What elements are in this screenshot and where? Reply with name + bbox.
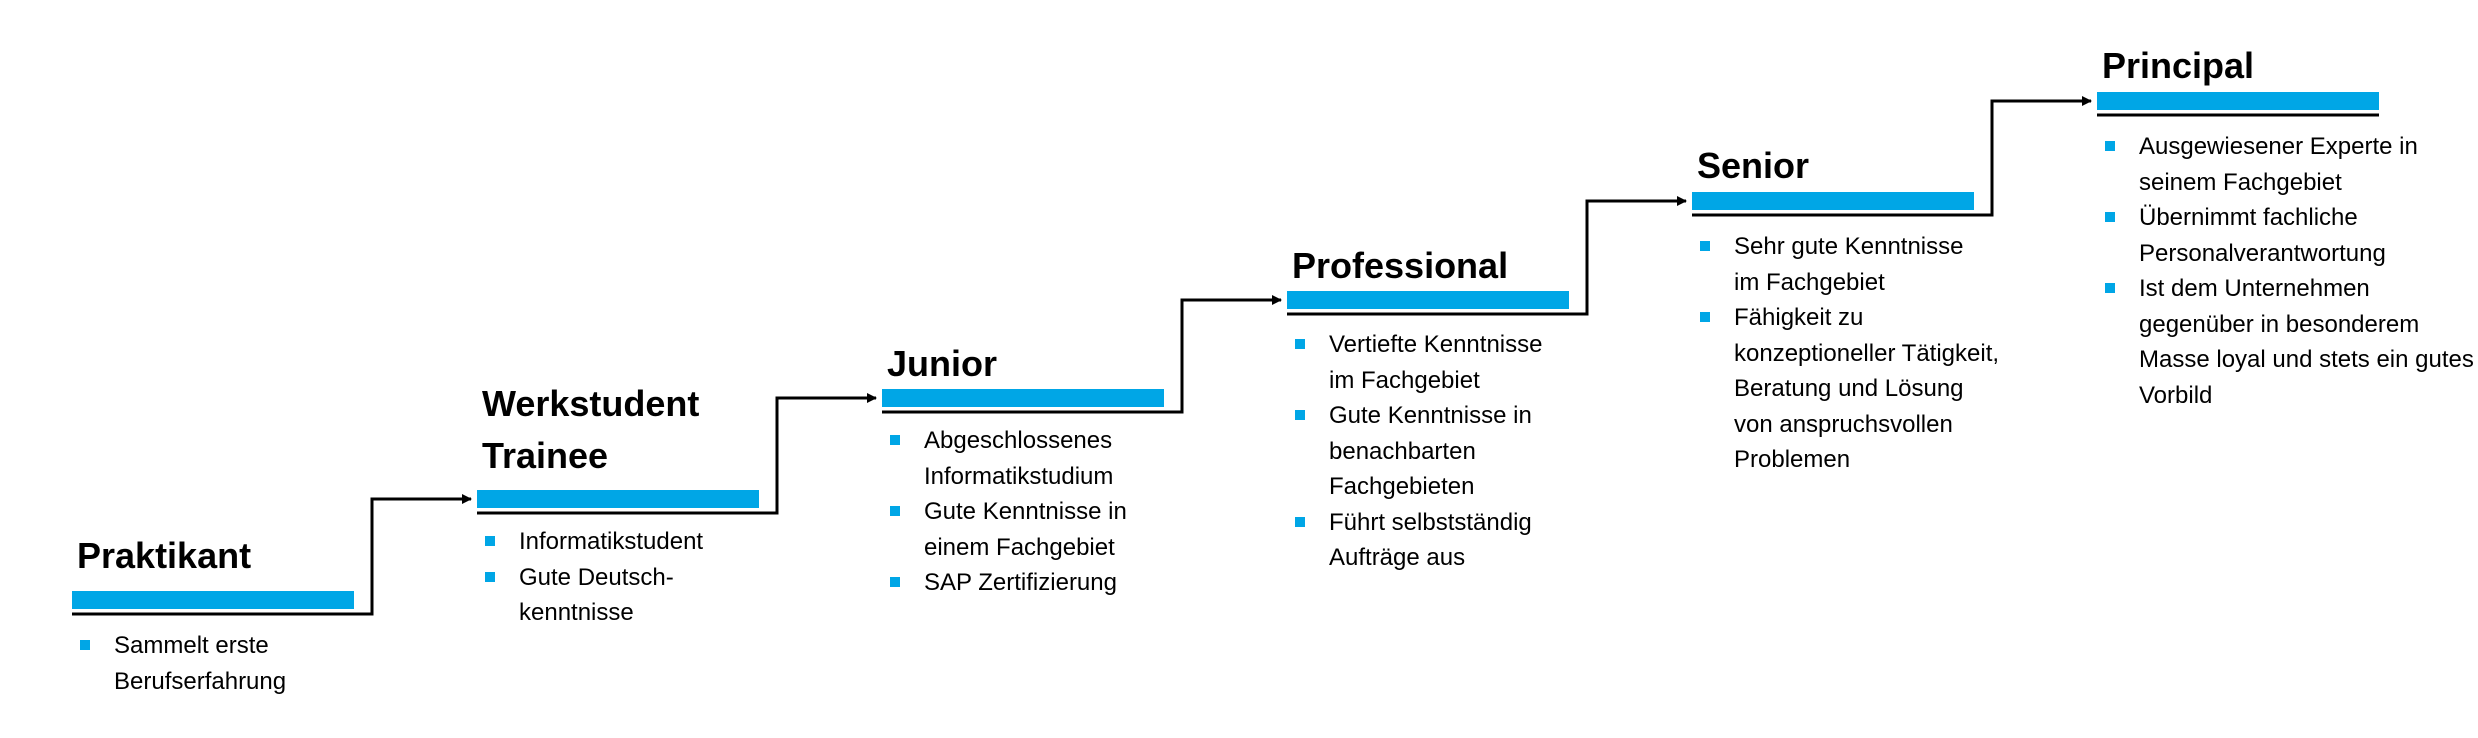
list-item-text: Übernimmt fachliche Personalverantwortun… — [2139, 204, 2386, 267]
stage-title: Junior — [887, 338, 997, 390]
stage-bar — [72, 591, 354, 609]
stage-bullet-list: Abgeschlossenes Informatikstudium Gute K… — [882, 423, 1162, 601]
list-item-text: Führt selbstständig Aufträge aus — [1329, 508, 1532, 572]
square-bullet-icon — [890, 506, 900, 516]
stage-bullet-list: Vertiefte Kenntnisse im Fachgebiet Gute … — [1287, 327, 1567, 576]
stage-title: Principal — [2102, 40, 2254, 92]
stage-title-line: Professional — [1292, 245, 1509, 286]
square-bullet-icon — [80, 640, 90, 650]
square-bullet-icon — [1295, 516, 1305, 527]
square-bullet-icon — [1295, 339, 1305, 349]
stage-title: Professional — [1292, 240, 1508, 292]
list-item: Übernimmt fachliche Personalverantwortun… — [2097, 200, 2459, 271]
stage-praktikant: Praktikant Sammelt erste Berufserfahrung — [72, 530, 372, 730]
stage-senior: Senior Sehr gute Kenntnisse im Fachgebie… — [1692, 140, 1999, 540]
step-arrow — [882, 295, 1282, 414]
list-item: Gute Kenntnisse in benachbarten Fachgebi… — [1287, 398, 1599, 505]
stage-title-line: Principal — [2102, 45, 2255, 86]
square-bullet-icon — [2105, 141, 2115, 151]
stage-bar — [2097, 92, 2379, 110]
stage-title: Werkstudent Trainee — [482, 378, 699, 482]
stage-professional: Professional Vertiefte Kenntnisse im Fac… — [1287, 240, 1587, 590]
stage-bullet-list: Sammelt erste Berufserfahrung — [72, 628, 342, 699]
square-bullet-icon — [1700, 312, 1710, 322]
stage-principal: Principal Ausgewiesener Experte in seine… — [2097, 40, 2474, 460]
list-item-text: Sehr gute Kenntnisse im Fachgebiet — [1734, 233, 1964, 296]
square-bullet-icon — [1295, 410, 1305, 420]
stage-bar — [1287, 291, 1569, 309]
list-item-text: Gute Kenntnisse in benachbarten Fachgebi… — [1329, 402, 1532, 500]
stage-bullet-list: Informatikstudent Gute Deutsch-kenntniss… — [477, 524, 757, 631]
list-item-text: Abgeschlossenes Informatikstudium — [924, 427, 1114, 490]
list-item-text: Gute Deutsch-kenntnisse — [519, 563, 674, 627]
list-item-text: Ausgewiesener Experte in seinem Fachgebi… — [2139, 133, 2418, 196]
stage-bar — [477, 490, 759, 508]
list-item: Sammelt erste Berufserfahrung — [72, 628, 342, 699]
stage-title-line: Senior — [1697, 145, 1810, 186]
stage-junior: Junior Abgeschlossenes Informatikstudium… — [882, 338, 1182, 618]
stage-title: Senior — [1697, 140, 1809, 192]
step-arrow — [1692, 96, 2092, 217]
square-bullet-icon — [1700, 241, 1710, 251]
list-item: SAP Zertifizierung — [882, 565, 1162, 601]
list-item: Informatikstudent — [477, 524, 757, 560]
stage-bar — [1692, 192, 1974, 210]
square-bullet-icon — [2105, 212, 2115, 222]
step-arrow — [477, 393, 877, 515]
list-item: Ausgewiesener Experte in seinem Fachgebi… — [2097, 129, 2439, 200]
square-bullet-icon — [2105, 283, 2115, 293]
list-item-text: Sammelt erste Berufserfahrung — [114, 632, 287, 695]
stage-title-line: Trainee — [482, 435, 609, 476]
list-item: Abgeschlossenes Informatikstudium — [882, 423, 1162, 494]
stage-title-line: Junior — [887, 343, 998, 384]
square-bullet-icon — [890, 435, 900, 445]
stage-title-line: Praktikant — [77, 535, 252, 576]
list-item-text: Vertiefte Kenntnisse im Fachgebiet — [1329, 331, 1543, 394]
list-item-text: SAP Zertifizierung — [924, 569, 1117, 596]
list-item: Gute Kenntnisse in einem Fachgebiet — [882, 494, 1162, 565]
list-item: Sehr gute Kenntnisse im Fachgebiet — [1692, 229, 1972, 300]
list-item: Fähigkeit zu konzeptioneller Tätigkeit, … — [1692, 300, 2004, 478]
list-item-text: Ist dem Unternehmen gegenüber in besonde… — [2139, 275, 2474, 409]
list-item: Führt selbstständig Aufträge aus — [1287, 505, 1599, 576]
list-item-text: Gute Kenntnisse in einem Fachgebiet — [924, 498, 1127, 561]
stage-bullet-list: Sehr gute Kenntnisse im Fachgebiet Fähig… — [1692, 229, 1999, 478]
square-bullet-icon — [485, 571, 495, 582]
list-item: Gute Deutsch-kenntnisse — [477, 560, 729, 631]
step-arrow — [1287, 196, 1687, 316]
square-bullet-icon — [485, 536, 495, 546]
list-item-text: Fähigkeit zu konzeptioneller Tätigkeit, … — [1734, 304, 2000, 473]
stage-bullet-list: Ausgewiesener Experte in seinem Fachgebi… — [2097, 129, 2474, 413]
square-bullet-icon — [890, 577, 900, 587]
list-item: Ist dem Unternehmen gegenüber in besonde… — [2097, 271, 2478, 413]
list-item: Vertiefte Kenntnisse im Fachgebiet — [1287, 327, 1567, 398]
stage-werkstudent-trainee: Werkstudent Trainee Informatikstudent Gu… — [477, 378, 777, 638]
step-arrow — [72, 494, 472, 616]
stage-title: Praktikant — [77, 530, 251, 582]
stage-title-line: Werkstudent — [482, 383, 700, 424]
list-item-text: Informatikstudent — [519, 528, 704, 555]
stage-bar — [882, 389, 1164, 407]
